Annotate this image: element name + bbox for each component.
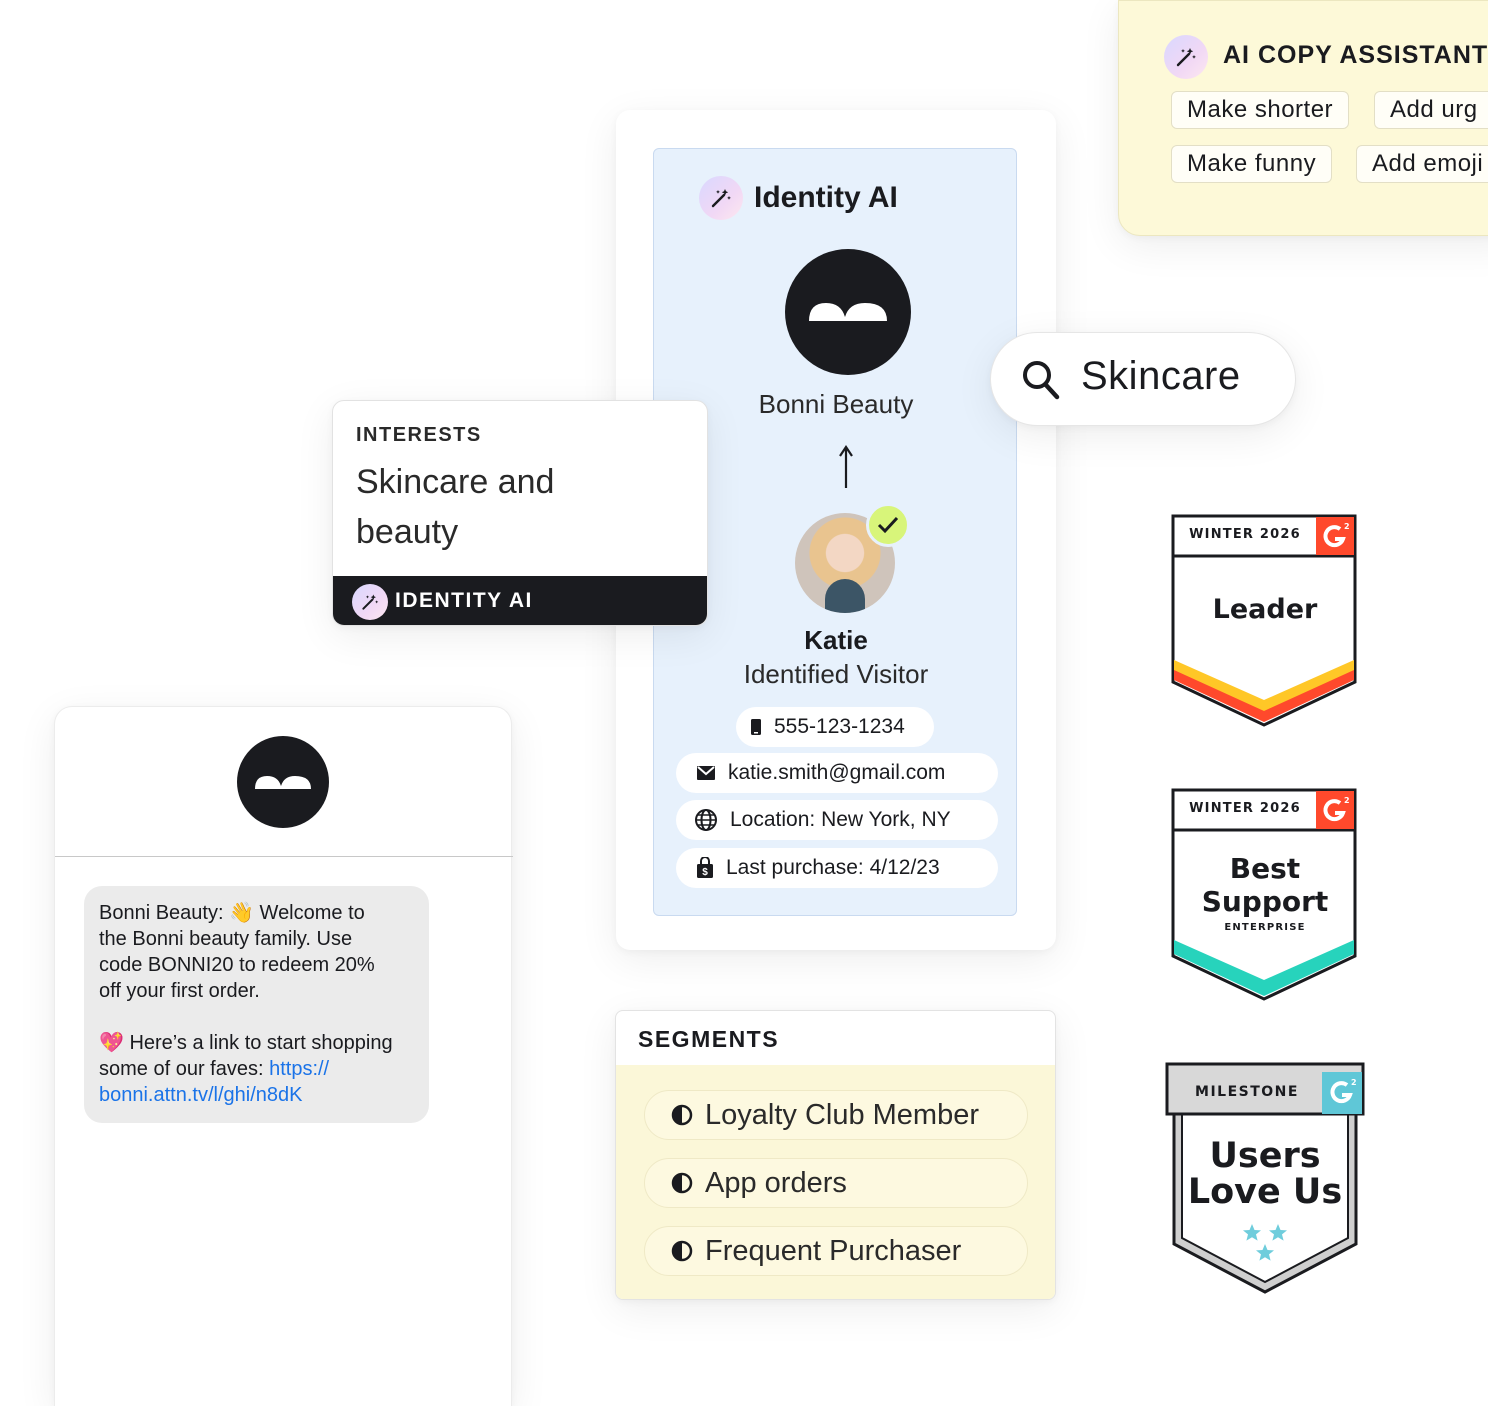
interests-value-line1: Skincare and xyxy=(356,463,555,501)
bonni-beauty-logo xyxy=(785,249,911,375)
brand-name: Bonni Beauty xyxy=(758,389,914,419)
last-purchase-text: Last purchase: 4/12/23 xyxy=(726,856,940,879)
g2-leader-badge: 2 WINTER 2026 Leader xyxy=(1170,514,1360,729)
sms-link[interactable]: bonni.attn.tv/l/ghi/n8dK xyxy=(99,1084,303,1106)
svg-text:2: 2 xyxy=(1344,522,1350,531)
make-funny-button[interactable]: Make funny xyxy=(1171,145,1333,183)
phone-pill: 555-123-1234 xyxy=(736,707,934,747)
segment-label: Loyalty Club Member xyxy=(705,1098,979,1131)
mail-icon xyxy=(697,766,715,780)
g2-best-support-badge: 2 WINTER 2026 Best Support ENTERPRISE xyxy=(1170,788,1360,1003)
svg-text:$: $ xyxy=(702,867,708,878)
sms-line: code BONNI20 to redeem 20% xyxy=(99,954,375,976)
segments-list: Loyalty Club Member App orders Frequent … xyxy=(616,1065,1055,1299)
segment-icon xyxy=(671,1240,693,1262)
shopping-bag-icon: $ xyxy=(697,857,713,878)
svg-text:2: 2 xyxy=(1351,1078,1357,1087)
svg-text:2: 2 xyxy=(1344,796,1350,805)
segment-label: Frequent Purchaser xyxy=(705,1234,962,1267)
segment-item[interactable]: Loyalty Club Member xyxy=(644,1090,1028,1140)
verified-check-icon xyxy=(866,503,910,547)
interests-card: INTERESTS Skincare and beauty IDENTITY A… xyxy=(332,400,708,626)
segment-item[interactable]: App orders xyxy=(644,1158,1028,1208)
location-pill: Location: New York, NY xyxy=(676,800,998,840)
badge-season: WINTER 2026 xyxy=(1189,801,1301,816)
g2-logo-icon: 2 xyxy=(1316,517,1354,555)
last-purchase-pill: $ Last purchase: 4/12/23 xyxy=(676,848,998,888)
sms-message-bubble: Bonni Beauty: 👋 Welcome to the Bonni bea… xyxy=(84,886,429,1123)
sms-line: some of our faves: xyxy=(99,1058,270,1080)
identity-card-body: Identity AI Bonni Beauty Katie Identifie… xyxy=(653,148,1017,916)
segment-item[interactable]: Frequent Purchaser xyxy=(644,1226,1028,1276)
ai-copy-assistant-panel: AI COPY ASSISTANT Make shorter Add urg M… xyxy=(1118,0,1488,236)
interests-value-line2: beauty xyxy=(356,513,459,551)
sms-line: off your first order. xyxy=(99,980,260,1002)
stars-icon xyxy=(1238,1222,1292,1269)
visitor-name: Katie xyxy=(804,625,868,655)
ai-copy-assistant-title: AI COPY ASSISTANT xyxy=(1223,41,1488,69)
sms-line: the Bonni beauty family. Use xyxy=(99,928,353,950)
make-shorter-button[interactable]: Make shorter xyxy=(1171,91,1350,129)
search-bar[interactable]: Skincare xyxy=(990,332,1296,426)
sms-line: Bonni Beauty: 👋 Welcome to xyxy=(99,902,365,924)
badge-title-line1: Best xyxy=(1229,852,1301,885)
phone-icon xyxy=(751,719,761,735)
badge-season: MILESTONE xyxy=(1195,1084,1299,1100)
segment-icon xyxy=(671,1172,693,1194)
badge-title-line2: Love Us xyxy=(1187,1172,1343,1212)
visitor-status: Identified Visitor xyxy=(743,659,929,689)
g2-users-love-us-badge: 2 MILESTONE Users Love Us xyxy=(1162,1060,1368,1296)
email-address: katie.smith@gmail.com xyxy=(728,761,946,784)
add-emoji-button[interactable]: Add emoji xyxy=(1356,145,1488,183)
badge-title: Leader xyxy=(1212,594,1318,625)
add-urgency-button[interactable]: Add urg xyxy=(1374,91,1488,129)
magic-wand-icon xyxy=(699,176,743,220)
sms-line: 💖 Here’s a link to start shopping xyxy=(99,1032,393,1054)
email-pill: katie.smith@gmail.com xyxy=(676,753,998,793)
magic-wand-icon xyxy=(1164,35,1208,79)
phone-number: 555-123-1234 xyxy=(774,715,905,738)
divider xyxy=(55,856,513,857)
badge-title-line2: Support xyxy=(1201,885,1329,918)
badge-subtitle: ENTERPRISE xyxy=(1224,922,1306,933)
search-query[interactable]: Skincare xyxy=(1081,354,1241,398)
badge-title-line1: Users xyxy=(1209,1136,1321,1176)
segments-card: SEGMENTS Loyalty Club Member App orders … xyxy=(615,1010,1056,1300)
segment-icon xyxy=(671,1104,693,1126)
interests-label: INTERESTS xyxy=(356,424,482,446)
bonni-beauty-logo xyxy=(237,736,329,828)
identity-ai-footer-label: IDENTITY AI xyxy=(395,589,533,612)
magic-wand-icon xyxy=(352,584,388,620)
globe-icon xyxy=(695,809,717,831)
arrow-up-icon xyxy=(836,444,856,495)
g2-logo-icon: 2 xyxy=(1322,1072,1362,1114)
badge-season: WINTER 2026 xyxy=(1189,527,1301,542)
location-text: Location: New York, NY xyxy=(730,808,951,831)
interests-footer: IDENTITY AI xyxy=(333,576,707,625)
identity-ai-header: Identity AI xyxy=(754,181,898,214)
search-icon xyxy=(1021,359,1061,406)
segment-label: App orders xyxy=(705,1166,847,1199)
sms-link[interactable]: https:// xyxy=(269,1058,330,1080)
segments-title: SEGMENTS xyxy=(638,1026,780,1052)
g2-logo-icon: 2 xyxy=(1316,791,1354,829)
